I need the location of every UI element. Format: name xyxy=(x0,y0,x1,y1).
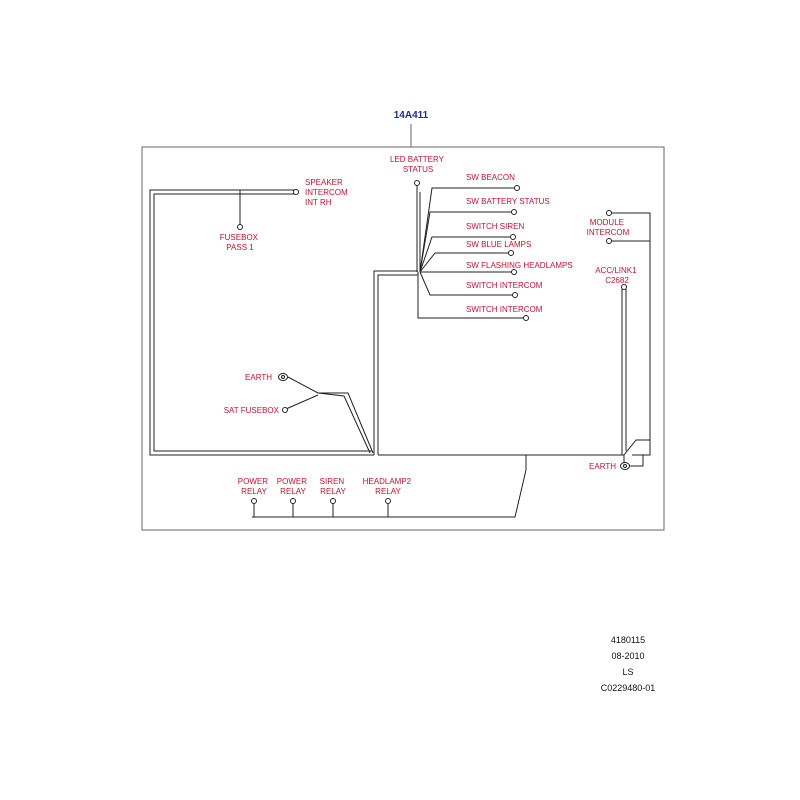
terminal-sw-battery-status xyxy=(511,209,517,215)
label-headlamp2-relay: HEADLAMP2 RELAY xyxy=(363,477,414,496)
label-switch-intercom-2: SWITCH INTERCOM xyxy=(466,305,543,314)
terminal-module-intercom-2 xyxy=(606,238,612,244)
label-module-intercom: MODULE INTERCOM xyxy=(587,218,630,237)
terminal-switch-intercom-1 xyxy=(512,292,518,298)
terminal-siren-relay xyxy=(330,498,336,504)
diagram-frame xyxy=(141,146,665,531)
terminal-sw-beacon xyxy=(514,185,520,191)
label-earth-left: EARTH xyxy=(245,373,272,382)
reference-line-4: C0229480-01 xyxy=(601,683,656,693)
terminal-acc-link xyxy=(621,284,627,290)
label-power-relay-2: POWER RELAY xyxy=(277,477,309,496)
label-sw-flashing-headlamps: SW FLASHING HEADLAMPS xyxy=(466,261,573,270)
terminal-led xyxy=(414,180,420,186)
label-earth-right: EARTH xyxy=(589,462,616,471)
terminal-sw-flashing xyxy=(511,269,517,275)
label-fusebox-pass: FUSEBOX PASS 1 xyxy=(220,233,260,252)
label-switch-siren: SWITCH SIREN xyxy=(466,222,524,231)
terminals xyxy=(237,180,630,504)
label-sw-beacon: SW BEACON xyxy=(466,173,515,182)
terminal-headlamp2-relay xyxy=(385,498,391,504)
labels: LED BATTERY STATUS SW BEACON SW BATTERY … xyxy=(220,155,639,496)
reference-block: 4180115 08-2010 LS C0229480-01 xyxy=(601,635,656,693)
terminal-sw-blue-lamps xyxy=(508,250,514,256)
label-power-relay-1: POWER RELAY xyxy=(238,477,270,496)
label-switch-intercom-1: SWITCH INTERCOM xyxy=(466,281,543,290)
label-speaker-intercom: SPEAKER INTERCOM INT RH xyxy=(305,178,350,207)
label-sw-blue-lamps: SW BLUE LAMPS xyxy=(466,240,531,249)
reference-line-3: LS xyxy=(622,667,633,677)
terminal-earth-left-inner xyxy=(281,375,285,379)
label-acc-link: ACC/LINK1 C2682 xyxy=(595,266,639,285)
part-number: 14A411 xyxy=(394,110,429,121)
label-siren-relay: SIREN RELAY xyxy=(320,477,347,496)
terminal-sat-fusebox xyxy=(282,407,288,413)
terminal-fusebox-pass xyxy=(237,224,243,230)
reference-line-2: 08-2010 xyxy=(611,651,644,661)
label-sw-battery-status: SW BATTERY STATUS xyxy=(466,197,550,206)
terminal-power-relay-1 xyxy=(251,498,257,504)
harness-wires xyxy=(149,185,651,518)
terminal-earth-right-inner xyxy=(623,464,627,468)
terminal-power-relay-2 xyxy=(290,498,296,504)
terminal-speaker xyxy=(293,189,299,195)
reference-line-1: 4180115 xyxy=(611,635,645,645)
label-led-battery-status: LED BATTERY STATUS xyxy=(390,155,446,174)
label-sat-fusebox: SAT FUSEBOX xyxy=(224,406,280,415)
terminal-switch-intercom-2 xyxy=(523,315,529,321)
terminal-module-intercom-1 xyxy=(606,210,612,216)
terminal-switch-siren xyxy=(510,234,516,240)
